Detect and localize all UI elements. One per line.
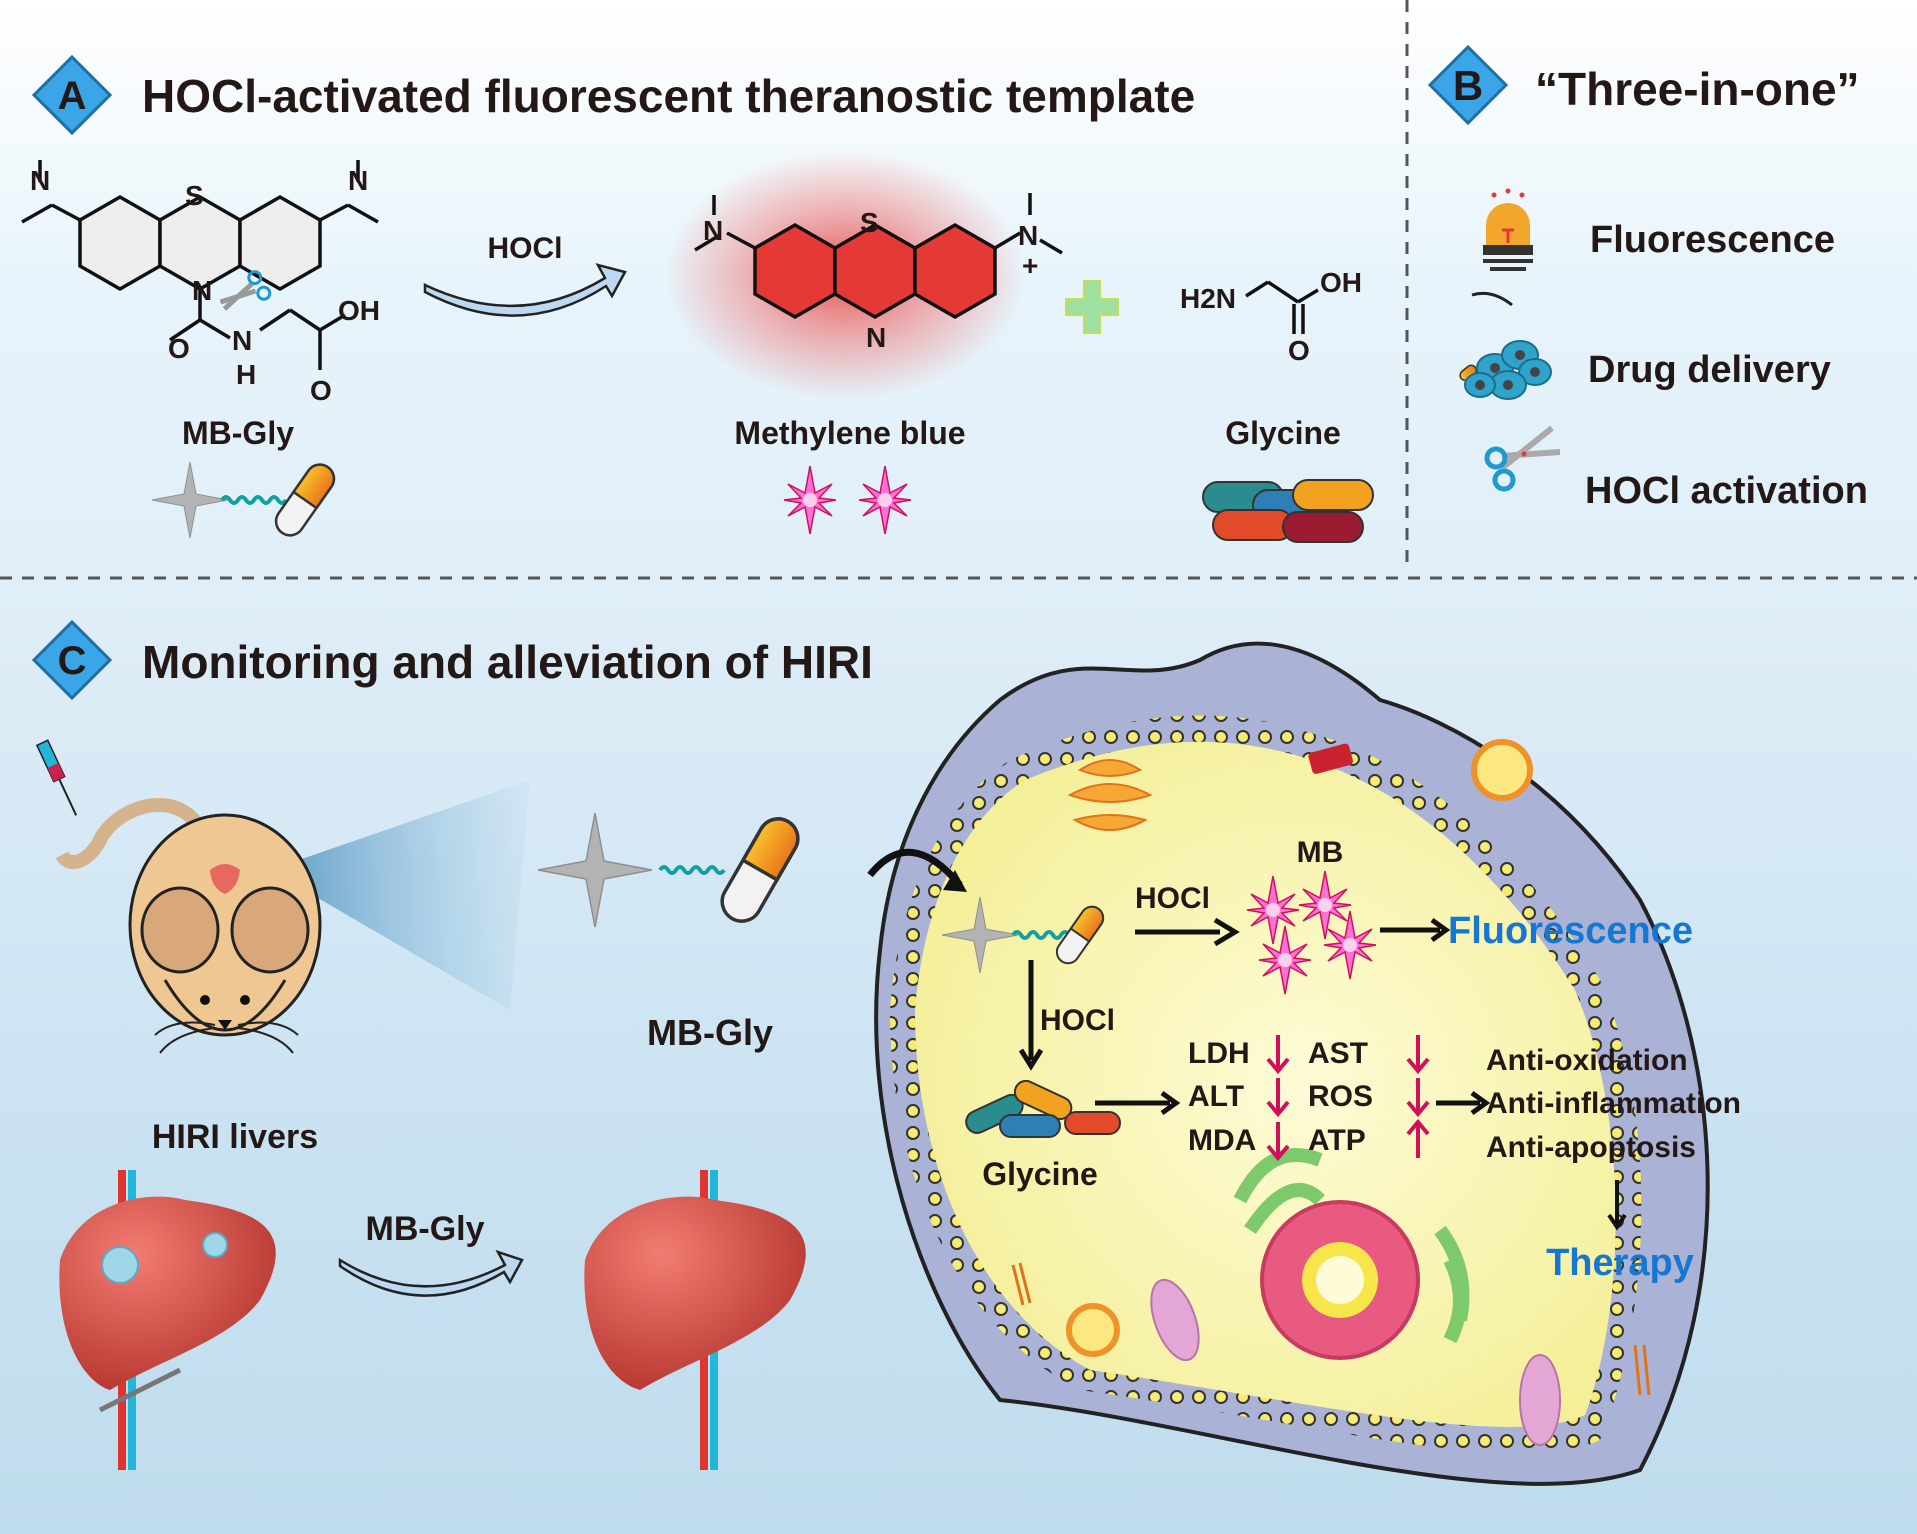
reaction-label-hocl: HOCl — [488, 232, 563, 265]
panel-c-title: Monitoring and alleviation of HIRI — [142, 636, 873, 688]
panel-c: C Monitoring and alleviation of HIRI — [31, 619, 1741, 1486]
feature-drug-delivery: Drug delivery — [1588, 349, 1831, 391]
glycine-capsules-icon — [965, 1079, 1121, 1138]
svg-text:A: A — [58, 74, 87, 118]
marker-ldh: LDH — [1188, 1037, 1250, 1070]
fluorescent-star-icon — [858, 465, 912, 535]
injured-liver-illustration — [59, 1170, 276, 1470]
svg-text:O: O — [168, 333, 190, 364]
scissors-icon — [219, 270, 272, 311]
svg-text:N: N — [866, 322, 886, 353]
capsules-icon — [1202, 479, 1374, 543]
arrow-down-icon — [1266, 1078, 1290, 1118]
panel-a-title: HOCl-activated fluorescent theranostic t… — [142, 70, 1195, 122]
badge-c: C — [31, 619, 113, 701]
virus-icon — [202, 1232, 228, 1258]
mb-gly-atoms: S N N N O N H OH O — [30, 165, 380, 406]
syringe-icon — [35, 739, 78, 816]
label-therapy: Therapy — [1546, 1242, 1694, 1284]
svg-text:O: O — [1288, 335, 1310, 366]
mitochondrion-icon — [1150, 1278, 1200, 1362]
er-icon — [1233, 1148, 1470, 1344]
arrow-label-mb-gly: MB-Gly — [366, 1210, 485, 1248]
svg-text:H2N: H2N — [1180, 283, 1236, 314]
panel-a: A HOCl-activated fluorescent theranostic… — [21, 54, 1374, 543]
label-methylene-blue: Methylene blue — [734, 415, 965, 451]
feature-fluorescence: Fluorescence — [1590, 219, 1835, 261]
imaging-beam — [270, 780, 530, 1010]
svg-text:C: C — [58, 639, 87, 683]
label-hocl-down: HOCl — [1040, 1004, 1115, 1037]
badge-a: A — [31, 54, 113, 136]
label-probe-mb-gly: MB-Gly — [647, 1012, 773, 1053]
cells-with-capsule-icon — [1459, 291, 1552, 400]
effect-anti-inflammation: Anti-inflammation — [1486, 1087, 1741, 1120]
label-hocl-top: HOCl — [1135, 882, 1210, 915]
effect-anti-apoptosis: Anti-apoptosis — [1486, 1131, 1696, 1164]
svg-text:OH: OH — [1320, 267, 1362, 298]
svg-text:OH: OH — [338, 295, 380, 326]
feature-hocl-activation: HOCl activation — [1585, 470, 1868, 512]
svg-text:N: N — [1018, 220, 1038, 251]
svg-text:N: N — [348, 165, 368, 196]
vesicle-icon — [1471, 739, 1533, 801]
label-mb-gly: MB-Gly — [182, 415, 294, 451]
marker-atp: ATP — [1308, 1124, 1366, 1157]
arrow-down-icon — [1266, 1122, 1290, 1162]
label-hiri-livers: HIRI livers — [152, 1118, 318, 1156]
arrow-down-icon — [1406, 1035, 1430, 1075]
methylene-blue-structure — [694, 193, 1063, 320]
arrow-down-icon — [1406, 1078, 1430, 1118]
clamp-icon — [98, 1367, 182, 1413]
mitochondrion-icon — [1519, 1354, 1561, 1446]
label-fluorescence: Fluorescence — [1448, 910, 1693, 952]
fluorescent-star-icon — [783, 465, 837, 535]
svg-text:N: N — [703, 215, 723, 246]
entry-arrow — [867, 848, 963, 888]
svg-text:B: B — [1453, 62, 1483, 109]
marker-mda: MDA — [1188, 1124, 1256, 1157]
marker-ast: AST — [1308, 1037, 1368, 1070]
svg-text:N: N — [192, 275, 212, 306]
panel-b: B “Three-in-one” Fluorescence Drug deliv… — [1427, 44, 1868, 512]
mb-gly-structure — [21, 160, 379, 370]
svg-text:H: H — [236, 359, 256, 390]
mouse-illustration — [35, 739, 530, 1054]
cell-illustration — [874, 641, 1710, 1486]
marker-alt: ALT — [1188, 1080, 1244, 1113]
label-mb: MB — [1297, 836, 1344, 869]
arrow-up-icon — [1406, 1118, 1430, 1158]
reaction-arrow: HOCl — [423, 232, 627, 317]
arrow-down-icon — [1266, 1035, 1290, 1075]
liver-arrow: MB-Gly — [338, 1210, 524, 1297]
svg-text:+: + — [1022, 250, 1038, 281]
effect-anti-oxidation: Anti-oxidation — [1486, 1044, 1688, 1077]
virus-icon — [101, 1246, 139, 1284]
marker-ros: ROS — [1308, 1080, 1373, 1113]
badge-b: B — [1427, 44, 1509, 126]
label-glycine: Glycine — [1225, 415, 1341, 451]
glycine-structure — [1245, 280, 1319, 334]
plus-icon — [1065, 280, 1119, 334]
label-glycine-cell: Glycine — [982, 1156, 1098, 1192]
svg-text:S: S — [860, 207, 879, 238]
probe-icon — [537, 809, 807, 931]
svg-text:S: S — [185, 180, 204, 211]
svg-text:N: N — [30, 165, 50, 196]
golgi-icon — [1067, 759, 1153, 831]
centriole-icon — [1308, 743, 1353, 774]
panel-b-title: “Three-in-one” — [1535, 63, 1860, 115]
svg-text:O: O — [310, 375, 332, 406]
treated-liver-illustration — [584, 1170, 806, 1470]
svg-text:N: N — [232, 325, 252, 356]
alarm-light-icon — [1483, 188, 1533, 271]
probe-icon — [151, 457, 341, 543]
biomarker-grid: LDH AST ALT ROS MDA ATP — [1188, 1035, 1430, 1162]
scissors-icon — [1484, 425, 1561, 492]
vesicle-icon — [1066, 1303, 1120, 1357]
